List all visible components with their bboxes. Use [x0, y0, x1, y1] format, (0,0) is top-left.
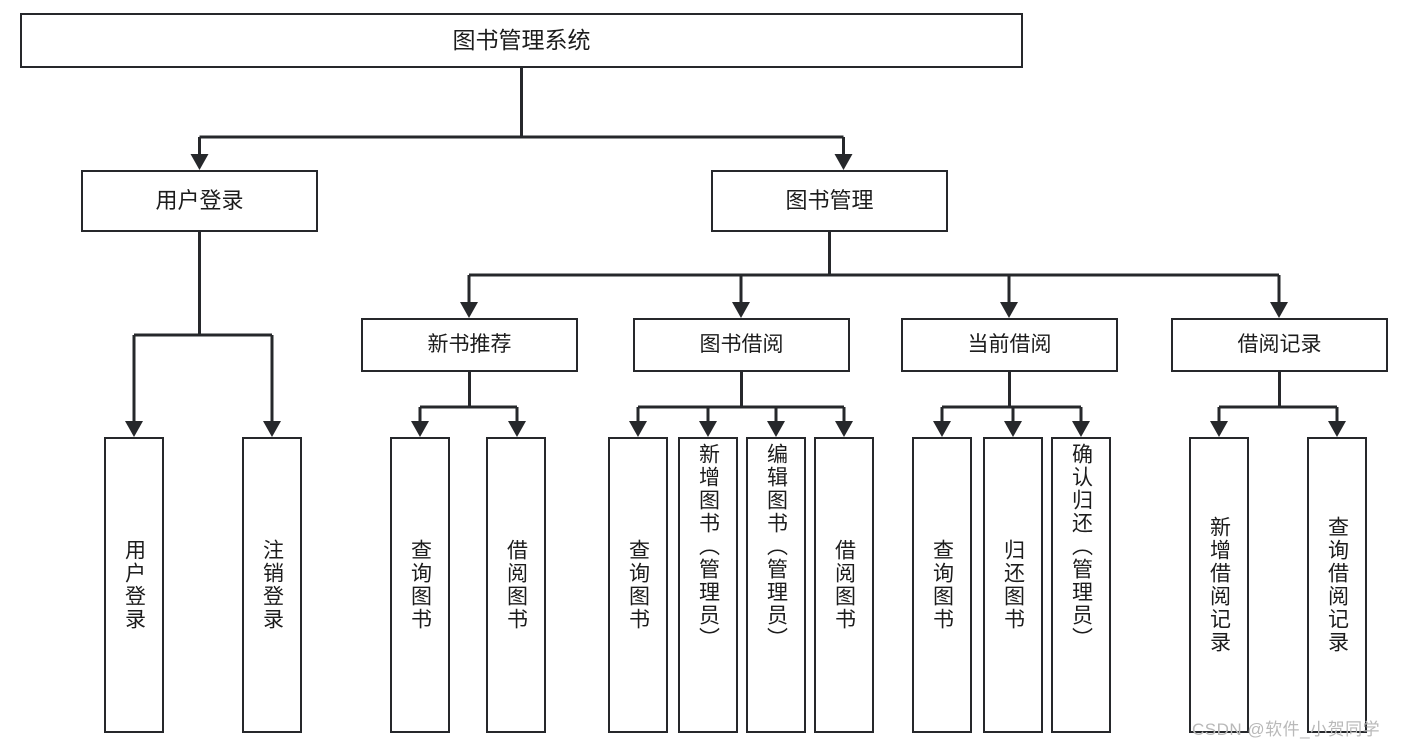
- node-borrow-record: 借阅记录: [1171, 318, 1388, 372]
- connector-arrowhead: [508, 421, 526, 437]
- leaf-text-wrap: 新增图书（管理员）: [680, 439, 736, 731]
- connector-arrowhead: [1210, 421, 1228, 437]
- node-label: 借阅记录: [1237, 333, 1322, 357]
- node-leaf-add-record: 新增借阅记录: [1189, 437, 1249, 733]
- node-label: 查询借阅记录: [1325, 516, 1349, 654]
- node-leaf-edit-book: 编辑图书（管理员）: [746, 437, 806, 733]
- connector-arrowhead: [460, 302, 478, 318]
- node-label: 编辑图书（管理员）: [764, 443, 788, 650]
- node-label: 新增图书（管理员）: [696, 443, 720, 650]
- node-leaf-query-book-1: 查询图书: [390, 437, 450, 733]
- node-leaf-query-record: 查询借阅记录: [1307, 437, 1367, 733]
- leaf-text-wrap: 新增借阅记录: [1191, 439, 1247, 731]
- node-label: 新书推荐: [427, 333, 512, 357]
- leaf-text-wrap: 注销登录: [244, 439, 300, 731]
- node-label: 当前借阅: [967, 333, 1052, 357]
- node-label: 图书借阅: [699, 333, 784, 357]
- connector-arrowhead: [732, 302, 750, 318]
- node-book-borrow: 图书借阅: [633, 318, 850, 372]
- leaf-text-wrap: 查询图书: [392, 439, 448, 731]
- node-label: 用户登录: [122, 539, 146, 631]
- node-label: 用户登录: [155, 187, 244, 213]
- connector-arrowhead: [767, 421, 785, 437]
- connector-arrowhead: [1000, 302, 1018, 318]
- leaf-text-wrap: 确认归还（管理员）: [1053, 439, 1109, 731]
- leaf-text-wrap: 查询图书: [610, 439, 666, 731]
- connector-arrowhead: [411, 421, 429, 437]
- connector-arrowhead: [125, 421, 143, 437]
- node-label: 查询图书: [408, 539, 432, 631]
- node-label: 借阅图书: [504, 539, 528, 631]
- node-new-book-rec: 新书推荐: [361, 318, 578, 372]
- leaf-text-wrap: 借阅图书: [816, 439, 872, 731]
- node-leaf-query-book-2: 查询图书: [608, 437, 668, 733]
- connector-arrowhead: [1072, 421, 1090, 437]
- leaf-text-wrap: 借阅图书: [488, 439, 544, 731]
- connector-arrowhead: [1328, 421, 1346, 437]
- node-leaf-return-book: 归还图书: [983, 437, 1043, 733]
- leaf-text-wrap: 编辑图书（管理员）: [748, 439, 804, 731]
- node-label: 新增借阅记录: [1207, 516, 1231, 654]
- connector-arrowhead: [933, 421, 951, 437]
- node-label: 图书管理系统: [452, 26, 591, 53]
- connector-arrowhead: [263, 421, 281, 437]
- node-label: 查询图书: [930, 539, 954, 631]
- connector-arrowhead: [1270, 302, 1288, 318]
- connector-lines: [132, 68, 1339, 426]
- node-user-login: 用户登录: [81, 170, 318, 232]
- node-label: 注销登录: [260, 539, 284, 631]
- node-label: 确认归还（管理员）: [1069, 443, 1093, 650]
- node-root-root: 图书管理系统: [20, 13, 1023, 68]
- connector-arrowhead: [629, 421, 647, 437]
- node-leaf-add-book: 新增图书（管理员）: [678, 437, 738, 733]
- node-label: 查询图书: [626, 539, 650, 631]
- connector-arrowhead: [834, 154, 853, 170]
- node-book-manage: 图书管理: [711, 170, 948, 232]
- connector-arrowhead: [1004, 421, 1022, 437]
- node-label: 图书管理: [785, 187, 874, 213]
- node-leaf-borrow-book-2: 借阅图书: [814, 437, 874, 733]
- node-leaf-query-book-3: 查询图书: [912, 437, 972, 733]
- leaf-text-wrap: 归还图书: [985, 439, 1041, 731]
- node-label: 归还图书: [1001, 539, 1025, 631]
- leaf-text-wrap: 查询借阅记录: [1309, 439, 1365, 731]
- node-leaf-confirm-return: 确认归还（管理员）: [1051, 437, 1111, 733]
- node-leaf-user-login: 用户登录: [104, 437, 164, 733]
- leaf-text-wrap: 用户登录: [106, 439, 162, 731]
- leaf-text-wrap: 查询图书: [914, 439, 970, 731]
- node-leaf-borrow-book-1: 借阅图书: [486, 437, 546, 733]
- connector-arrowheads: [125, 154, 1346, 437]
- node-current-borrow: 当前借阅: [901, 318, 1118, 372]
- connector-arrowhead: [190, 154, 209, 170]
- node-leaf-logout-login: 注销登录: [242, 437, 302, 733]
- node-label: 借阅图书: [832, 539, 856, 631]
- connector-arrowhead: [699, 421, 717, 437]
- connector-arrowhead: [835, 421, 853, 437]
